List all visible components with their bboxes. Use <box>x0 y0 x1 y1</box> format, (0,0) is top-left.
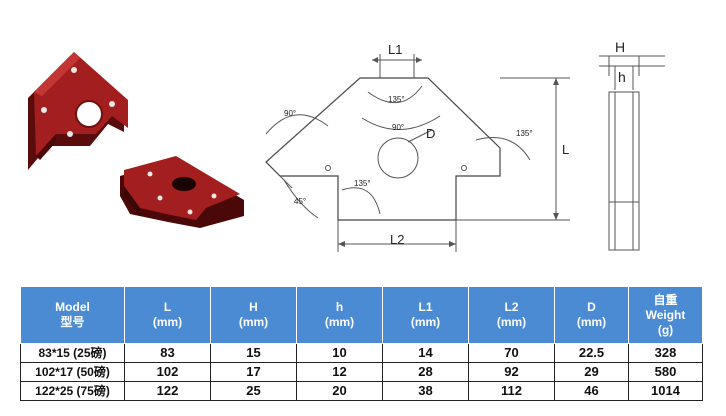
dim-l-label: L <box>562 142 569 157</box>
cell-model: 122*25 (75磅) <box>20 381 125 401</box>
cell-model: 102*17 (50磅) <box>20 362 125 382</box>
side-technical-drawing: H h <box>599 39 665 251</box>
cell-weight: 580 <box>628 362 703 382</box>
side-h-upper-label: H <box>615 39 625 55</box>
cell-h-lower: 12 <box>296 362 383 382</box>
cell-d: 29 <box>554 362 629 382</box>
magnet-upright-image <box>28 52 128 170</box>
cell-h-lower: 10 <box>296 343 383 363</box>
angle-90-left: 90° <box>284 109 296 118</box>
header-d: D(mm) <box>554 286 629 344</box>
cell-l2: 92 <box>468 362 555 382</box>
table-row: 83*15 (25磅) 83 15 10 14 70 22.5 328 <box>20 343 703 363</box>
cell-l2: 70 <box>468 343 555 363</box>
cell-d: 46 <box>554 381 629 401</box>
cell-h-upper: 17 <box>210 362 297 382</box>
header-l2: L2(mm) <box>468 286 555 344</box>
angle-45: 45° <box>294 197 306 206</box>
angle-135-top: 135° <box>388 95 405 104</box>
header-h-upper: H(mm) <box>210 286 297 344</box>
cell-h-upper: 15 <box>210 343 297 363</box>
cell-l2: 112 <box>468 381 555 401</box>
dim-l2-label: L2 <box>390 232 404 247</box>
magnet-flat-image <box>120 156 244 228</box>
cell-l1: 28 <box>382 362 469 382</box>
angle-135-bottom: 135° <box>354 179 371 188</box>
cell-l: 122 <box>124 381 211 401</box>
cell-l1: 14 <box>382 343 469 363</box>
cell-h-lower: 20 <box>296 381 383 401</box>
cell-l: 83 <box>124 343 211 363</box>
cell-model: 83*15 (25磅) <box>20 343 125 363</box>
cell-weight: 328 <box>628 343 703 363</box>
cell-h-upper: 25 <box>210 381 297 401</box>
table-row: 122*25 (75磅) 122 25 20 38 112 46 1014 <box>20 381 703 401</box>
header-l: L(mm) <box>124 286 211 344</box>
front-technical-drawing: L1 L L2 D 90° 135° 90° 135° 135° 45° <box>265 42 570 252</box>
side-h-lower-label: h <box>618 69 626 85</box>
header-h-lower: h(mm) <box>296 286 383 344</box>
cell-l: 102 <box>124 362 211 382</box>
angle-90-center: 90° <box>392 123 404 132</box>
table-row: 102*17 (50磅) 102 17 12 28 92 29 580 <box>20 362 703 382</box>
cell-weight: 1014 <box>628 381 703 401</box>
cell-l1: 38 <box>382 381 469 401</box>
angle-135-right: 135° <box>516 129 533 138</box>
header-l1: L1(mm) <box>382 286 469 344</box>
dim-d-label: D <box>426 126 435 141</box>
cell-d: 22.5 <box>554 343 629 363</box>
dim-l1-label: L1 <box>388 42 402 57</box>
product-photo <box>28 52 244 228</box>
